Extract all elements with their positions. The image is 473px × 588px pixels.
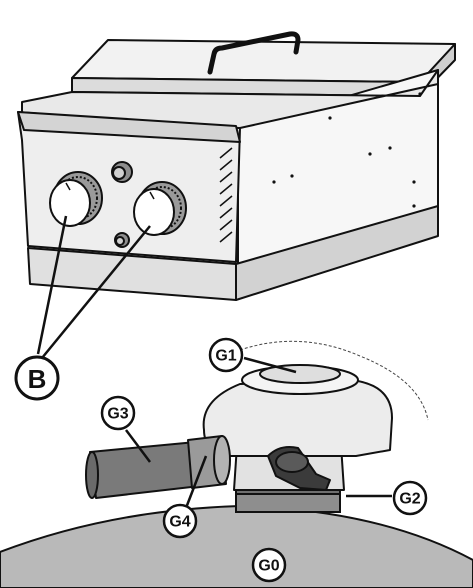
side-panel-rivets bbox=[272, 92, 422, 208]
callout-g2: G2 bbox=[392, 480, 428, 516]
callout-b-label: B bbox=[28, 364, 47, 394]
burner-lid bbox=[71, 39, 456, 83]
callout-g3: G3 bbox=[100, 395, 136, 431]
callout-b: B bbox=[14, 355, 60, 401]
hose bbox=[85, 435, 231, 499]
callout-g1: G1 bbox=[208, 337, 244, 373]
callout-g2-label: G2 bbox=[399, 491, 420, 508]
leader-lines bbox=[36, 215, 392, 509]
hose-tube bbox=[89, 441, 201, 499]
side-burner-unit bbox=[17, 31, 456, 301]
callout-g0: G0 bbox=[251, 547, 287, 583]
igniter-button-upper bbox=[111, 161, 133, 183]
callout-g0-label: G0 bbox=[258, 558, 279, 575]
gas-cylinder bbox=[0, 504, 473, 588]
vent-slots bbox=[219, 147, 233, 243]
callout-g1-label: G1 bbox=[215, 348, 236, 365]
background-outline bbox=[239, 340, 429, 421]
lid-handle bbox=[207, 31, 301, 75]
regulator bbox=[202, 364, 393, 491]
callout-g3-label: G3 bbox=[107, 406, 128, 423]
right-control-knob bbox=[133, 181, 187, 236]
burner-base-side bbox=[235, 205, 439, 301]
callout-g4: G4 bbox=[162, 503, 198, 539]
control-panel-bevel bbox=[17, 111, 241, 143]
igniter-button-lower bbox=[114, 232, 130, 248]
left-control-knob bbox=[49, 171, 103, 227]
callout-g4-label: G4 bbox=[169, 514, 190, 531]
